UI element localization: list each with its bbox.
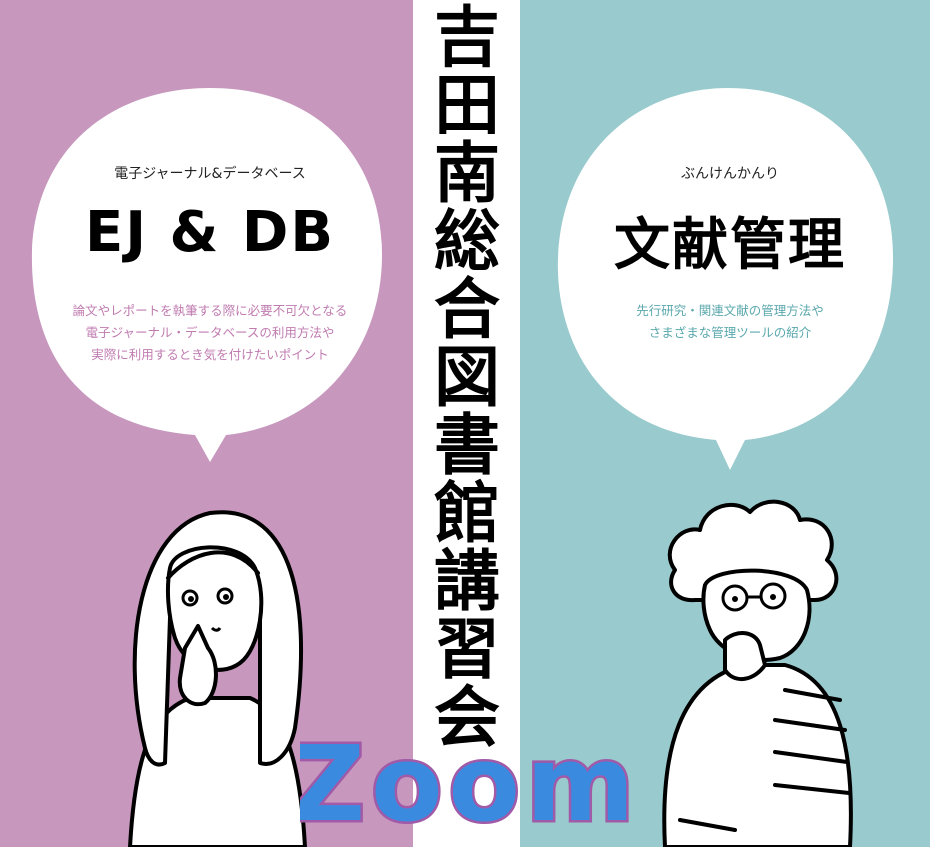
center-title-char: 習	[434, 611, 500, 688]
center-title-char: 合	[434, 271, 500, 348]
right-subtitle: ぶんけんかんり	[681, 166, 779, 182]
center-title-char: 会	[434, 679, 500, 756]
right-title: 文献管理	[614, 213, 846, 278]
zoom-label: Zoom	[300, 721, 630, 841]
right-description: 先行研究・関連文献の管理方法や さまざまな管理ツールの紹介	[585, 300, 875, 344]
center-title-char: 図	[434, 339, 500, 416]
center-title-char: 講	[434, 543, 500, 620]
left-description-line: 電子ジャーナル・データベースの利用方法や	[85, 325, 335, 340]
left-title: EJ & DB	[84, 200, 336, 265]
right-description-line: 先行研究・関連文献の管理方法や	[636, 303, 824, 318]
left-description-line: 実際に利用するとき気を付けたいポイント	[91, 347, 329, 362]
woman-thinking-illustration-icon	[128, 510, 307, 847]
center-title-char: 吉	[434, 0, 500, 76]
right-description-line: さまざまな管理ツールの紹介	[648, 325, 812, 340]
left-description-line: 論文やレポートを執筆する際に必要不可欠となる	[72, 303, 348, 318]
zoom-text: Zoom	[300, 723, 630, 840]
left-description: 論文やレポートを執筆する際に必要不可欠となる 電子ジャーナル・データベースの利用…	[45, 300, 375, 366]
man-thinking-illustration-icon	[662, 499, 853, 847]
center-title-char: 南	[434, 135, 500, 212]
center-title-char: 書	[434, 407, 500, 484]
center-title: 吉 田 南 総 合 図 書 館 講 習 会	[426, 4, 508, 752]
center-title-char: 総	[434, 203, 500, 280]
left-subtitle: 電子ジャーナル&データベース	[114, 166, 306, 182]
center-title-char: 田	[434, 67, 500, 144]
center-title-char: 館	[434, 475, 500, 552]
